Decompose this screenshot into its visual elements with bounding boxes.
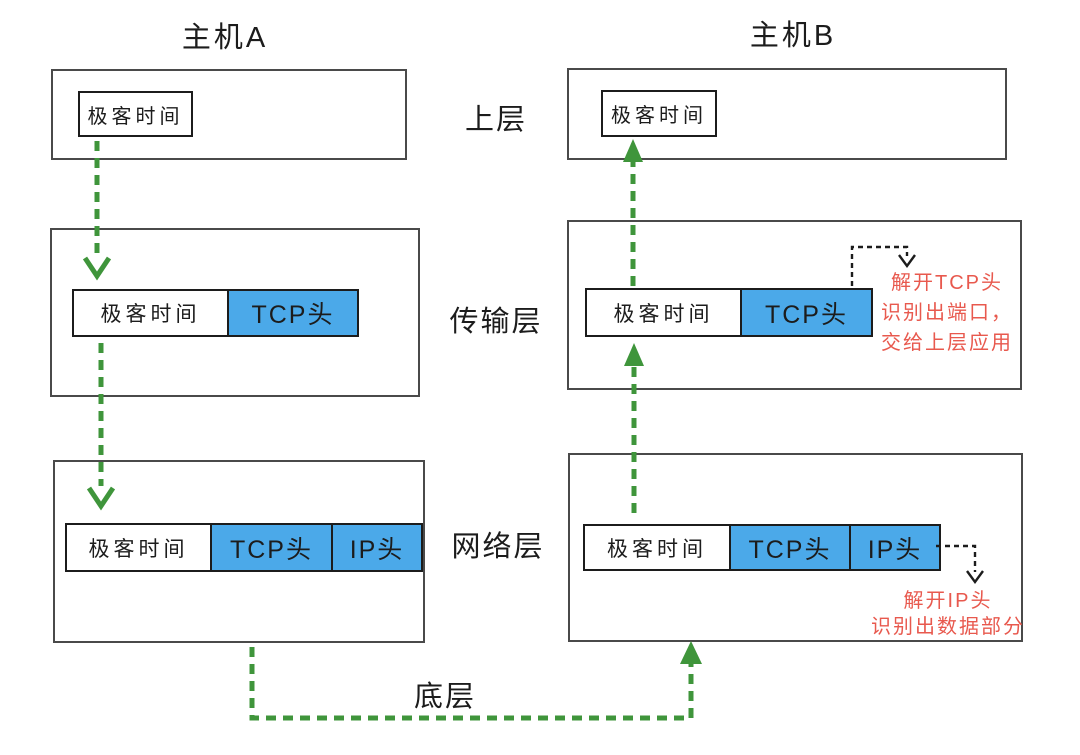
- tcp-unpack-note: 解开TCP头 识别出端口， 交给上层应用: [880, 268, 1014, 358]
- ip-unpack-note-line1: 解开IP头: [903, 590, 993, 612]
- packet-data-segment: 极客时间: [583, 524, 731, 571]
- ip-unpack-note-line2: 识别出数据部分: [871, 616, 1025, 638]
- layer-label-bottom: 底层: [413, 681, 476, 713]
- packet-tcp-header-segment: TCP头: [212, 523, 333, 572]
- ip-unpack-note: 解开IP头 识别出数据部分: [868, 588, 1028, 640]
- packet-data-segment: 极客时间: [65, 523, 212, 572]
- tcp-unpack-note-line2: 识别出端口，: [881, 302, 1013, 324]
- host-b-transport-packet: 极客时间 TCP头: [585, 288, 873, 337]
- packet-ip-header-segment: IP头: [851, 524, 941, 571]
- packet-ip-header-segment: IP头: [333, 523, 423, 572]
- layer-label-network: 网络层: [451, 531, 545, 563]
- layer-label-transport: 传输层: [449, 306, 543, 338]
- packet-tcp-header-segment: TCP头: [731, 524, 851, 571]
- tcp-unpack-note-line1: 解开TCP头: [891, 272, 1003, 294]
- packet-tcp-header-segment: TCP头: [742, 288, 873, 337]
- layer-label-upper: 上层: [464, 104, 527, 136]
- packet-tcp-header-segment: TCP头: [229, 289, 359, 337]
- host-a-upper-data-box: 极客时间: [78, 91, 193, 137]
- host-a-title: 主机A: [181, 22, 269, 54]
- host-a-transport-packet: 极客时间 TCP头: [72, 289, 359, 337]
- packet-data-segment: 极客时间: [585, 288, 742, 337]
- host-b-network-packet: 极客时间 TCP头 IP头: [583, 524, 941, 571]
- host-a-network-packet: 极客时间 TCP头 IP头: [65, 523, 423, 572]
- host-b-upper-data-box: 极客时间: [601, 90, 717, 137]
- host-b-title: 主机B: [749, 20, 837, 52]
- arrow-up-icon: [680, 641, 702, 664]
- tcp-unpack-note-line3: 交给上层应用: [881, 332, 1013, 354]
- packet-data-segment: 极客时间: [72, 289, 229, 337]
